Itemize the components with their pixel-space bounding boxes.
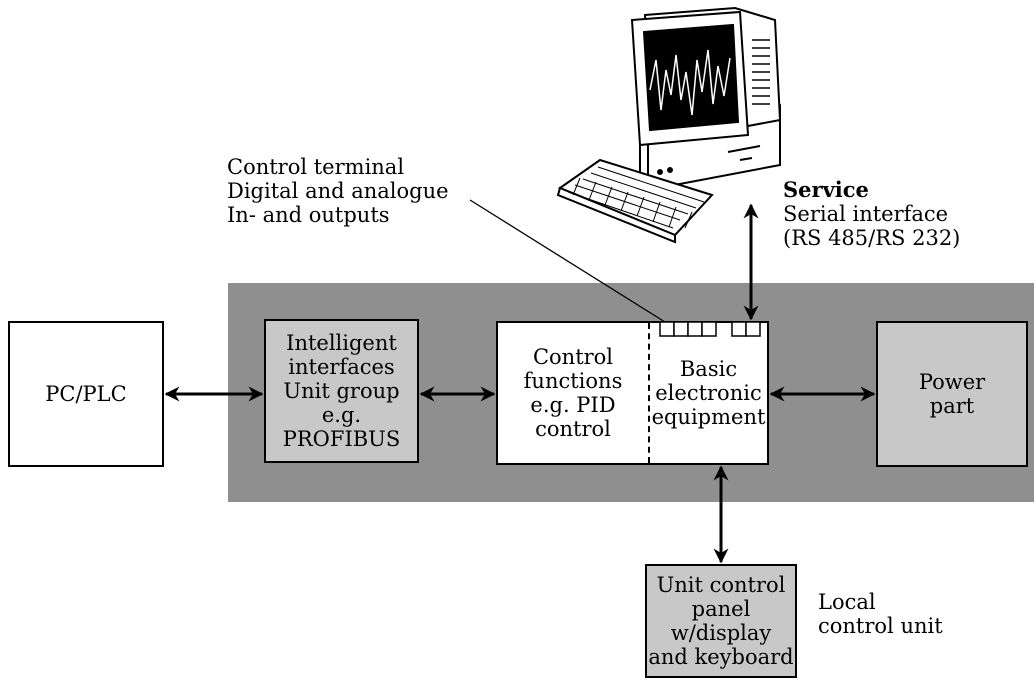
control-terminal-leader <box>469 199 666 323</box>
power-part-label: Power part <box>918 370 986 418</box>
basic-electronic-area: Basic electronic equipment <box>650 323 767 463</box>
control-functions-area: Control functions e.g. PID control <box>498 323 648 463</box>
connector-icon <box>659 321 761 337</box>
pc-plc-box: PC/PLC <box>8 321 164 467</box>
service-detail: Serial interface (RS 485/RS 232) <box>783 202 961 250</box>
control-functions-label: Control functions e.g. PID control <box>523 345 623 441</box>
basic-electronic-label: Basic electronic equipment <box>651 357 766 429</box>
computer-icon <box>556 6 782 244</box>
control-terminal-label: Control terminal Digital and analogue In… <box>227 155 449 227</box>
local-control-label: Local control unit <box>818 590 943 638</box>
intelligent-interfaces-box: Intelligent interfaces Unit group e.g. P… <box>264 319 419 463</box>
unit-control-panel-label: Unit control panel w/display and keyboar… <box>648 573 794 669</box>
pc-plc-label: PC/PLC <box>45 382 127 406</box>
service-title: Service <box>783 177 869 202</box>
control-divider <box>648 323 650 463</box>
power-part-box: Power part <box>876 321 1028 467</box>
unit-control-panel-box: Unit control panel w/display and keyboar… <box>645 564 797 678</box>
intelligent-interfaces-label: Intelligent interfaces Unit group e.g. P… <box>282 331 401 451</box>
control-unit-box: Control functions e.g. PID control Basic… <box>496 321 769 465</box>
